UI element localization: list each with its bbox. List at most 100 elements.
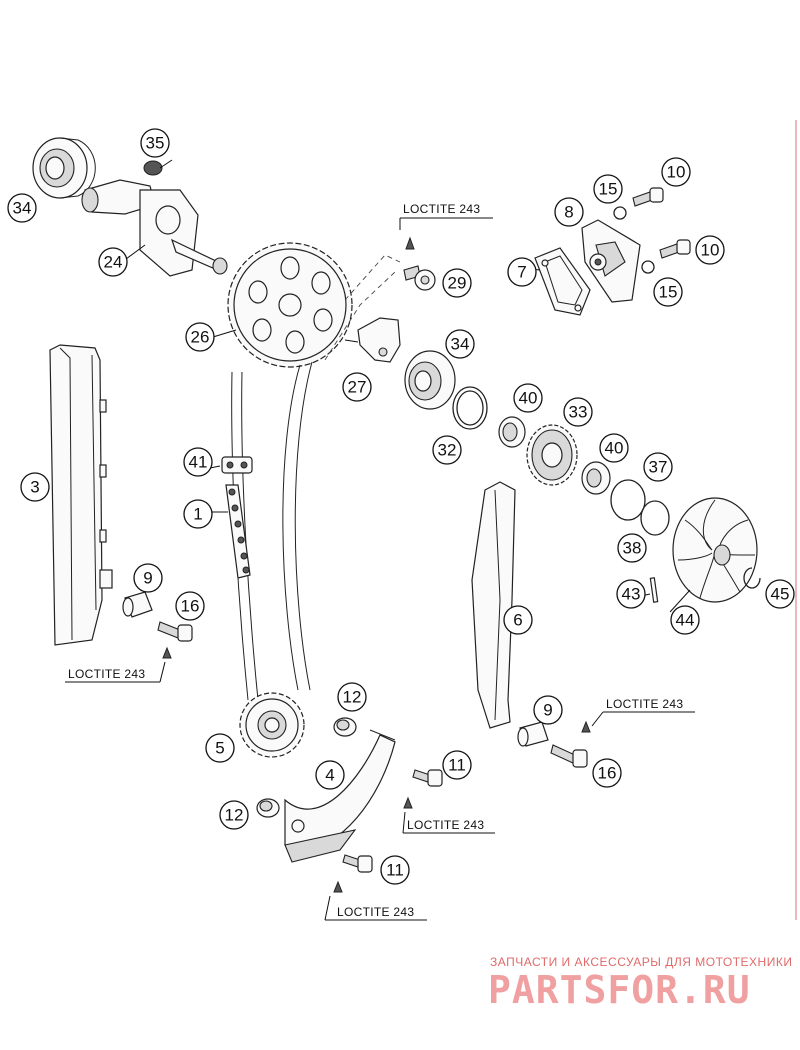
svg-text:16: 16 — [598, 764, 617, 783]
bolt-16-left — [157, 621, 193, 642]
callout-11-lower: 11 — [380, 855, 410, 885]
callout-43: 43 — [616, 579, 646, 609]
callout-29: 29 — [442, 268, 472, 298]
o-ring-37 — [610, 479, 646, 521]
callout-leaders — [121, 244, 691, 613]
svg-text:45: 45 — [771, 585, 790, 604]
svg-text:LOCTITE 243: LOCTITE 243 — [337, 905, 414, 919]
bearing-34-top — [32, 137, 96, 199]
svg-text:43: 43 — [622, 585, 641, 604]
svg-text:5: 5 — [215, 739, 224, 758]
washer-15-bottom — [641, 260, 655, 274]
svg-text:10: 10 — [667, 163, 686, 182]
svg-text:LOCTITE 243: LOCTITE 243 — [68, 667, 145, 681]
callout-15-top: 15 — [593, 174, 623, 204]
svg-text:LOCTITE 243: LOCTITE 243 — [606, 697, 683, 711]
camshaft-24 — [81, 179, 228, 277]
svg-text:40: 40 — [519, 389, 538, 408]
watermark: ЗАПЧАСТИ И АКСЕССУАРЫ ДЛЯ МОТОТЕХНИКИ PA… — [488, 955, 792, 1012]
callout-37: 37 — [643, 452, 673, 482]
part-27 — [344, 317, 401, 363]
svg-text:LOCTITE 243: LOCTITE 243 — [407, 818, 484, 832]
callout-9-right: 9 — [533, 695, 563, 725]
svg-text:34: 34 — [451, 335, 470, 354]
svg-text:24: 24 — [104, 253, 123, 272]
chain-link-41 — [221, 456, 253, 474]
bolt-10-top — [632, 187, 664, 207]
bolt-16-right — [550, 744, 588, 768]
callout-41: 41 — [183, 447, 213, 477]
sprocket-26 — [227, 242, 353, 368]
bolt-29 — [403, 265, 436, 291]
o-ring-38 — [640, 500, 670, 536]
circlip-45 — [743, 567, 761, 589]
callout-45: 45 — [765, 579, 795, 609]
svg-text:7: 7 — [517, 263, 526, 282]
callout-11-upper: 11 — [442, 750, 472, 780]
callout-12-top: 12 — [337, 682, 367, 712]
bolt-11-lower — [333, 854, 373, 893]
watermark-brand: PARTSFOR.RU — [488, 968, 751, 1012]
lower-guide-4 — [284, 729, 396, 863]
loctite-label-left: LOCTITE 243 — [65, 661, 166, 683]
svg-text:11: 11 — [448, 756, 466, 775]
loctite-drop-left — [162, 646, 172, 659]
bolt-10-bottom — [659, 239, 691, 259]
svg-text:32: 32 — [438, 441, 457, 460]
callout-16-right: 16 — [592, 758, 622, 788]
tensioner-8 — [581, 219, 641, 303]
svg-text:15: 15 — [599, 180, 618, 199]
callout-numbers: 35 34 24 26 10 15 8 7 10 15 29 27 34 40 … — [7, 128, 795, 885]
svg-text:40: 40 — [605, 439, 624, 458]
watermark-subtitle: ЗАПЧАСТИ И АКСЕССУАРЫ ДЛЯ МОТОТЕХНИКИ — [490, 955, 792, 969]
svg-text:6: 6 — [513, 611, 522, 630]
callout-27: 27 — [342, 372, 372, 402]
svg-text:34: 34 — [13, 199, 32, 218]
svg-text:41: 41 — [189, 453, 208, 472]
callout-9-left: 9 — [133, 563, 163, 593]
gasket-7 — [534, 247, 591, 316]
svg-text:4: 4 — [325, 766, 334, 785]
callout-10-top: 10 — [661, 157, 691, 187]
impeller-44 — [672, 497, 758, 603]
svg-text:9: 9 — [543, 701, 552, 720]
svg-text:38: 38 — [623, 539, 642, 558]
guide-rail-6 — [471, 481, 516, 729]
svg-text:10: 10 — [701, 241, 720, 260]
bearing-34-middle — [404, 350, 456, 410]
callout-3: 3 — [20, 472, 50, 502]
bushing-9-left — [122, 591, 153, 618]
pump-gear-33 — [526, 424, 578, 486]
callout-40-right: 40 — [599, 433, 629, 463]
svg-text:1: 1 — [193, 505, 202, 524]
callout-12-bottom: 12 — [219, 800, 249, 830]
callout-34-middle: 34 — [445, 329, 475, 359]
svg-text:26: 26 — [191, 328, 210, 347]
callout-33: 33 — [563, 397, 593, 427]
callout-16-left: 16 — [175, 591, 205, 621]
callout-8: 8 — [554, 197, 584, 227]
seal-32 — [452, 386, 488, 430]
loctite-drop-right — [581, 720, 591, 733]
svg-text:9: 9 — [143, 569, 152, 588]
svg-text:15: 15 — [659, 283, 678, 302]
svg-text:11: 11 — [386, 861, 404, 880]
svg-text:27: 27 — [348, 378, 367, 397]
bushing-12-bottom — [256, 798, 280, 818]
bearing-40-left — [498, 416, 526, 448]
loctite-label-mid: LOCTITE 243 — [402, 811, 495, 834]
svg-text:44: 44 — [676, 611, 695, 630]
loctite-label-right: LOCTITE 243 — [591, 697, 695, 727]
loctite-drop-top — [405, 236, 415, 250]
loctite-label-bottom: LOCTITE 243 — [324, 895, 427, 921]
pin-43 — [649, 577, 659, 603]
svg-text:37: 37 — [649, 458, 668, 477]
part-35 — [143, 159, 173, 176]
callout-24: 24 — [98, 247, 128, 277]
callout-44: 44 — [670, 605, 700, 635]
callout-35: 35 — [140, 128, 170, 158]
callout-6: 6 — [503, 605, 533, 635]
svg-text:3: 3 — [30, 478, 39, 497]
loctite-label-top: LOCTITE 243 — [399, 202, 493, 230]
